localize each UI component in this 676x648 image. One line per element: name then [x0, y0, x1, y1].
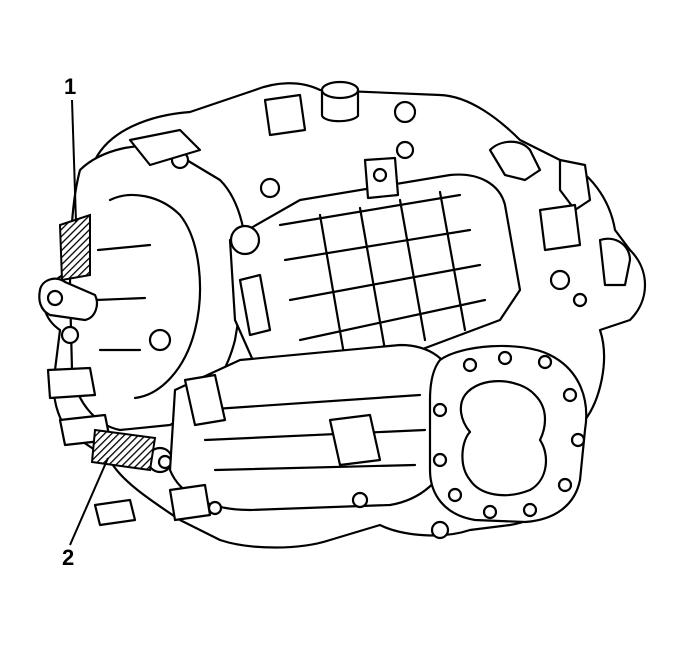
hatched-area-1 [58, 213, 91, 282]
mount-ear-lower [46, 366, 97, 400]
leader-line-1 [71, 99, 77, 223]
callout-label-1: 1 [64, 74, 77, 99]
callout-label-2: 2 [62, 545, 75, 570]
hatched-area-2 [90, 428, 157, 472]
mount-ear-left [38, 277, 99, 322]
leader-line-2 [69, 457, 109, 546]
end-cover-inner [459, 380, 548, 497]
end-cover-bolts [432, 350, 586, 520]
